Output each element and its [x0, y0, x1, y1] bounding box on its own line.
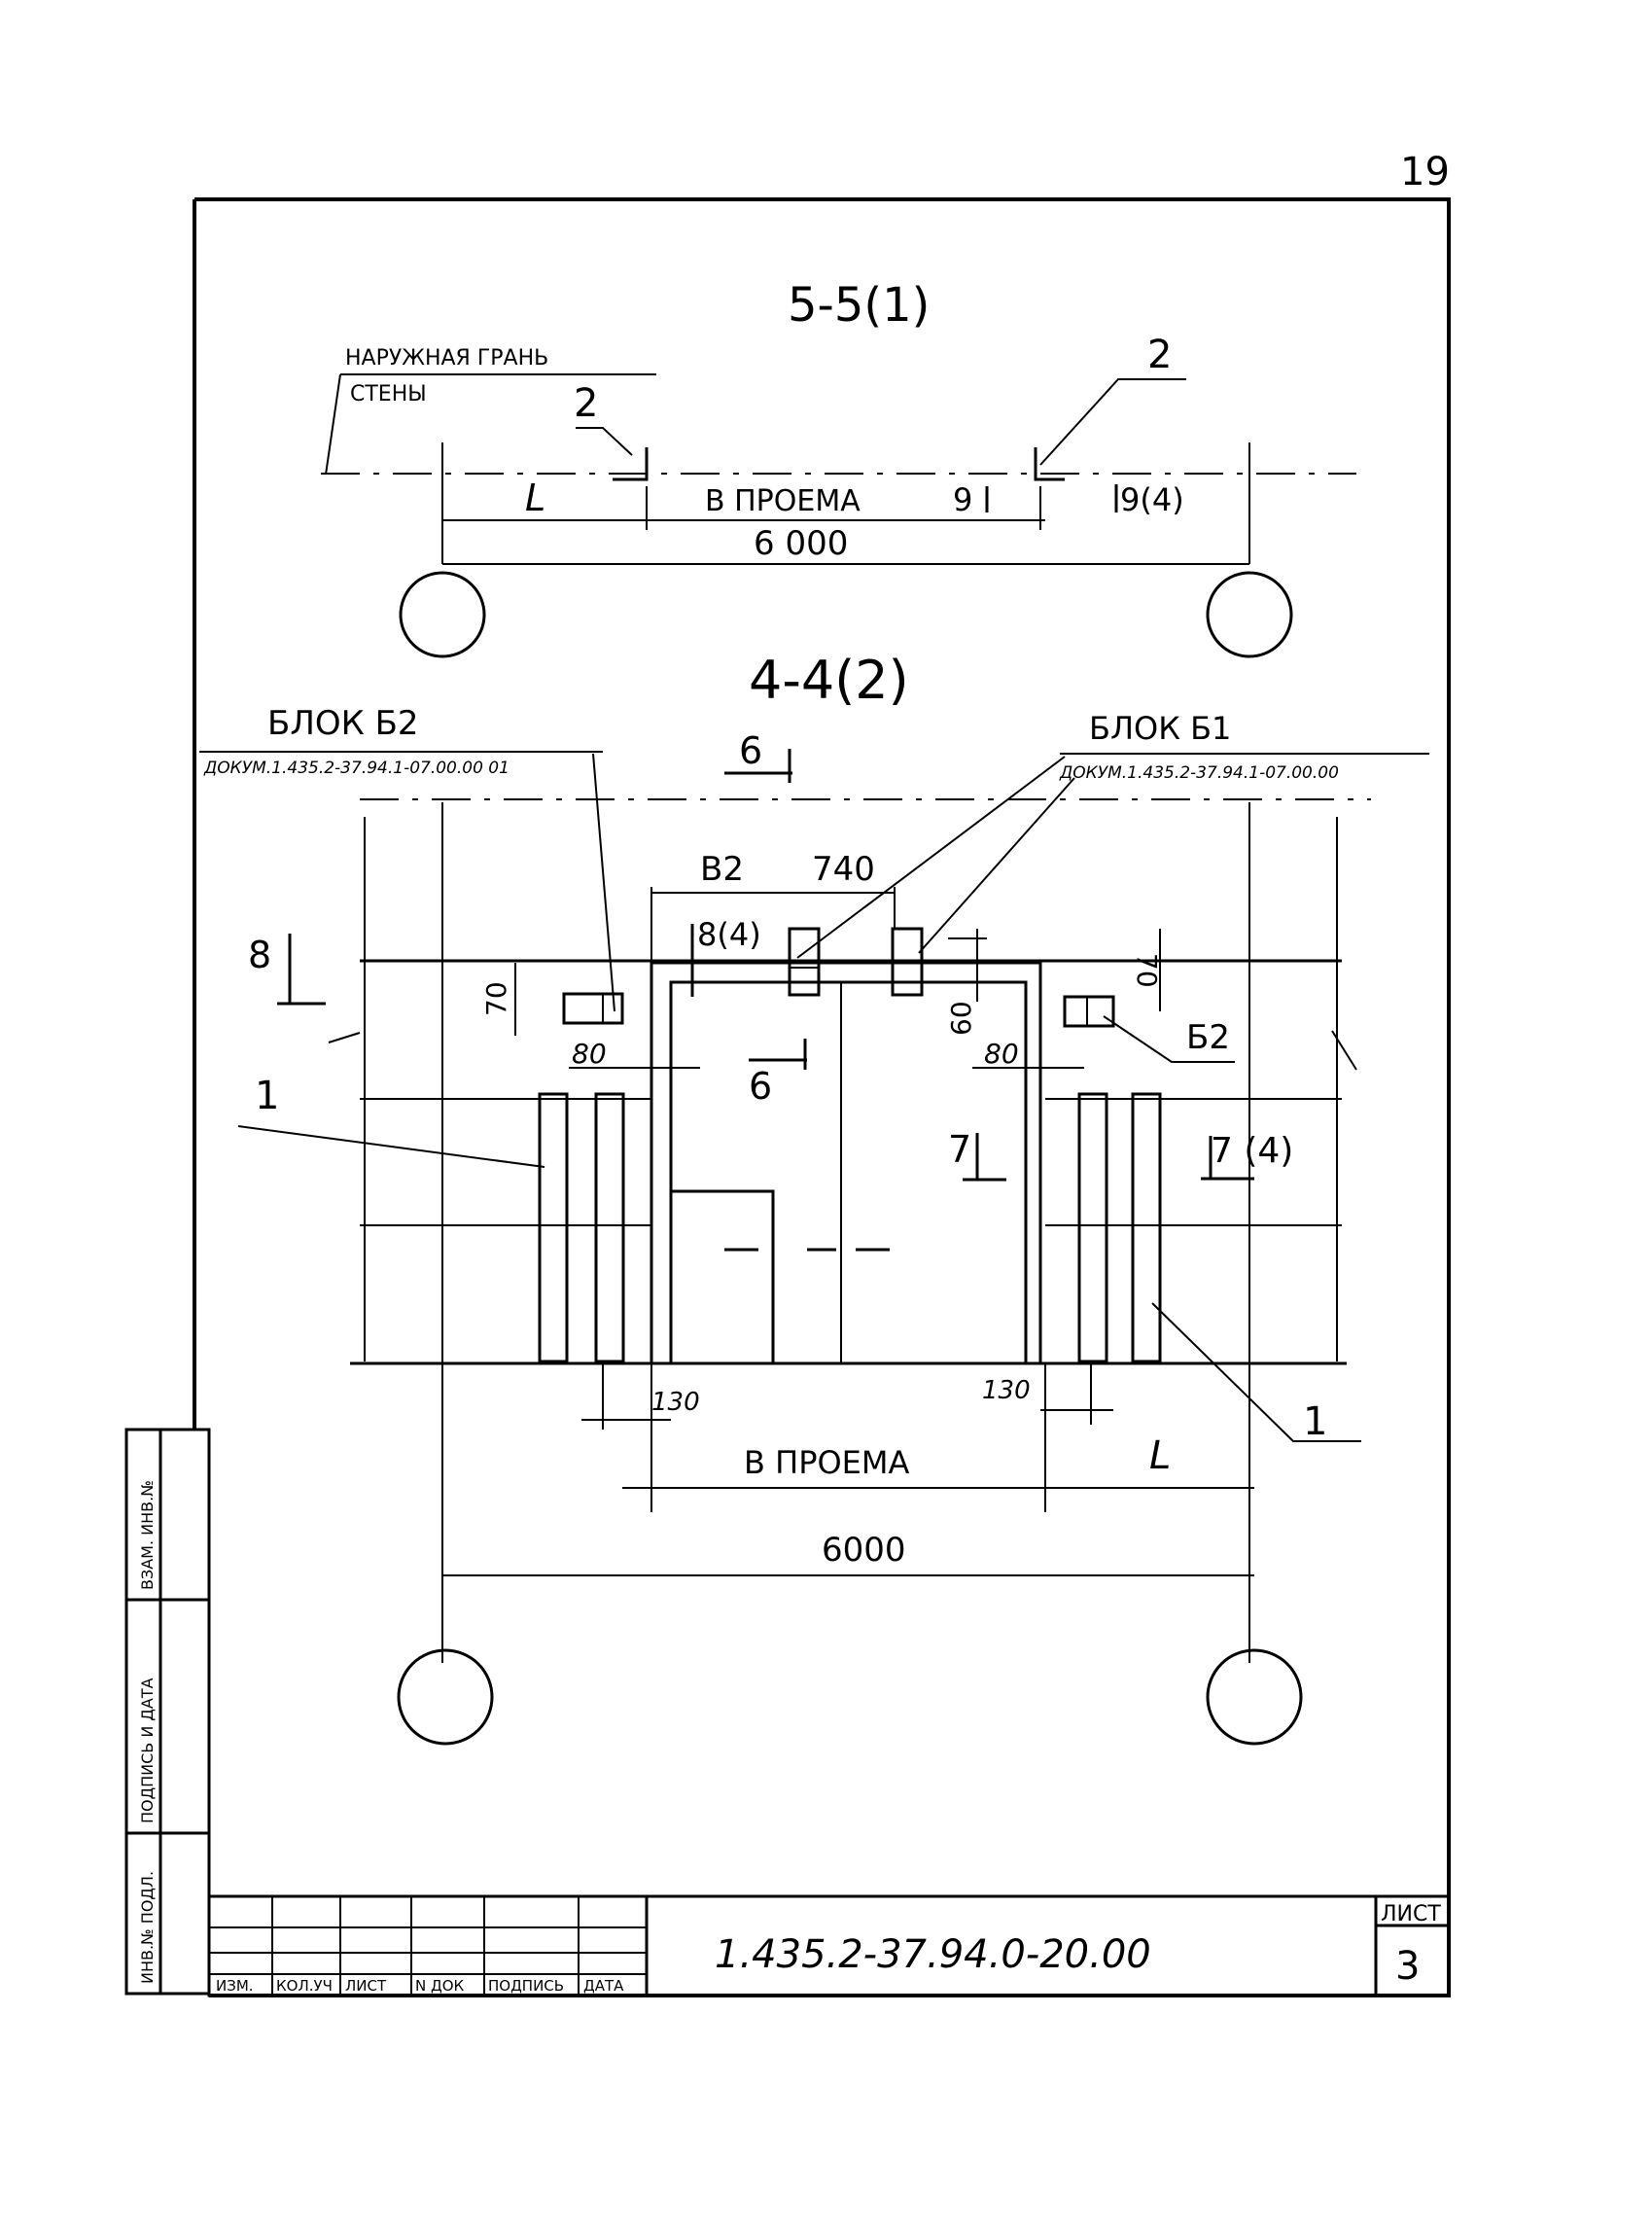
opening-frame: [650, 961, 1042, 1363]
dim-130-right: 130: [982, 1376, 1031, 1405]
post-right-1: [1077, 1092, 1108, 1363]
door-leaf: [671, 1189, 775, 1363]
wall-face-leader-drop: [325, 373, 341, 476]
block-b1-left: [788, 927, 821, 997]
col-list: ЛИСТ: [345, 1977, 387, 1995]
dim-60: 60: [945, 1001, 977, 1036]
title-block: [207, 1894, 1451, 1997]
page-number: 19: [1400, 150, 1450, 194]
wall-face-label-2: СТЕНЫ: [350, 382, 427, 406]
dim-opening-bottom: В ПРОЕМА: [744, 1444, 910, 1481]
label-b2-right: Б2: [1186, 1018, 1230, 1057]
column-circle-top-right: [1206, 571, 1293, 658]
block-b1-title: БЛОК Б1: [1089, 710, 1231, 747]
block-b1-leader-1: [796, 756, 1066, 959]
block-b2-doc: ДОКУМ.1.435.2-37.94.1-07.00.00 01: [203, 759, 510, 778]
side-stamp-col2: ПОДПИСЬ И ДАТА: [138, 1678, 157, 1823]
drawing-frame: [194, 197, 1451, 1997]
section-8-slash: [328, 1032, 361, 1043]
break-mark-right: [1331, 1030, 1357, 1071]
post-right-2: [1131, 1092, 1162, 1363]
label-b2-right-leader: [1103, 1015, 1235, 1063]
col-izm: ИЗМ.: [216, 1977, 254, 1995]
post-left-2: [594, 1092, 625, 1363]
callout-1-left: 1: [255, 1074, 279, 1118]
dim-total-top-label: 6 000: [754, 524, 848, 563]
dim-L-bottom: L: [1149, 1433, 1171, 1478]
wall-face-label-1: НАРУЖНАЯ ГРАНЬ: [345, 346, 548, 371]
col-ndok: N ДОК: [415, 1977, 465, 1995]
callout-1-right: 1: [1303, 1399, 1327, 1444]
callout-2-left-leader: [576, 427, 633, 456]
angle-right: [1034, 447, 1065, 481]
section-8: 8: [248, 934, 271, 976]
callout-2-right: 2: [1147, 333, 1172, 377]
side-stamp-col1: ВЗАМ. ИНВ.№: [138, 1480, 157, 1590]
callout-1-left-leader: [237, 1125, 545, 1168]
column-circle-top-left: [399, 571, 486, 658]
block-b1-leader-2: [918, 777, 1075, 954]
col-data: ДАТА: [583, 1977, 624, 1995]
section-mark-9-4: 9(4): [1120, 481, 1184, 518]
section-6-top: 6: [739, 729, 762, 772]
section-8-4: 8(4): [697, 916, 761, 953]
block-b2-title: БЛОК Б2: [267, 704, 419, 743]
document-code: 1.435.2-37.94.0-20.00: [715, 1932, 1151, 1977]
callout-2-left: 2: [574, 381, 598, 426]
section-title-top: 5-5(1): [788, 278, 930, 333]
column-circle-bottom-right: [1206, 1648, 1303, 1746]
section-title-bottom: 4-4(2): [749, 650, 909, 711]
dim-b2: В2: [700, 850, 744, 889]
block-b2-leader: [592, 753, 615, 1012]
side-stamp: [124, 1428, 211, 1996]
callout-2-right-leader: [1039, 378, 1186, 466]
sheet-label: ЛИСТ: [1381, 1902, 1441, 1926]
block-b2-left: [562, 992, 624, 1025]
callout-1-right-leader: [1151, 1302, 1361, 1442]
sheet-number: 3: [1395, 1944, 1420, 1989]
col-podpis: ПОДПИСЬ: [488, 1977, 564, 1995]
section-7-4: 7 (4): [1211, 1131, 1293, 1171]
block-b2-right: [1063, 995, 1115, 1028]
opening-inner: [669, 980, 1028, 1363]
col-koluch: КОЛ.УЧ: [276, 1977, 333, 1995]
dim-130-left: 130: [651, 1388, 700, 1417]
section-mark-9: 9: [953, 481, 972, 518]
angle-left: [613, 447, 649, 481]
dim-L-top: L: [525, 477, 545, 519]
column-circle-bottom-left: [397, 1648, 494, 1746]
dim-740: 740: [812, 850, 875, 889]
dim-70-right: 70: [1131, 953, 1163, 988]
dim-80-right: 80: [984, 1038, 1019, 1070]
post-left-1: [538, 1092, 569, 1363]
dim-total-bottom: 6000: [822, 1531, 906, 1570]
dim-opening-top: В ПРОЕМА: [705, 484, 861, 518]
dim-80-left: 80: [572, 1038, 607, 1070]
dim-70-left: 70: [480, 981, 512, 1016]
section-7: 7: [948, 1128, 971, 1171]
side-stamp-col3: ИНВ.№ ПОДЛ.: [138, 1871, 157, 1984]
section-6-mid: 6: [749, 1065, 772, 1108]
block-b1-doc: ДОКУМ.1.435.2-37.94.1-07.00.00: [1059, 763, 1339, 783]
